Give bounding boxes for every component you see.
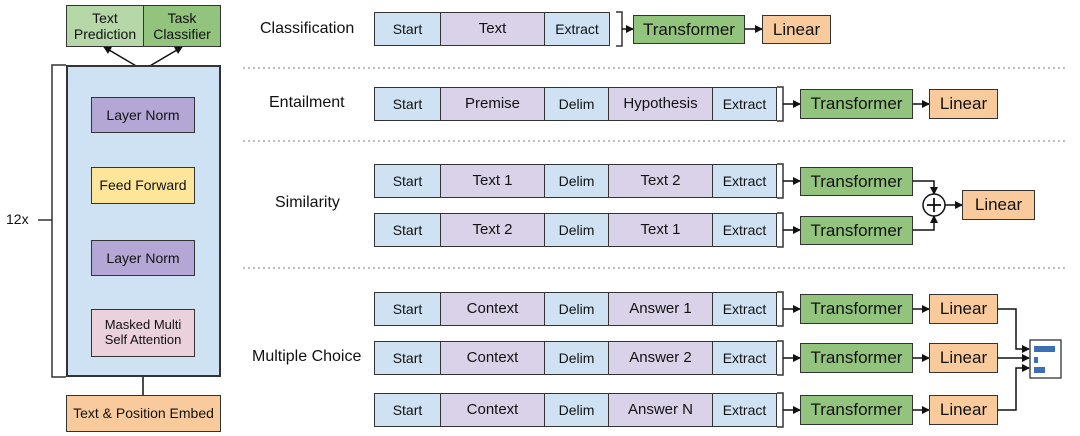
token-answer-1: Answer 1	[608, 292, 713, 326]
token-text-2: Text 2	[440, 213, 545, 247]
transformer-block-entailment: Transformer	[800, 89, 913, 119]
token-delim: Delim	[544, 164, 609, 198]
token-delim: Delim	[544, 393, 609, 427]
token-extract: Extract	[712, 292, 777, 326]
token-hypothesis: Hypothesis	[608, 87, 713, 121]
feed-forward-layer: Feed Forward	[91, 167, 195, 204]
token-answer-n: Answer N	[608, 393, 713, 427]
task-label-similarity: Similarity	[275, 194, 340, 211]
task-label-entailment: Entailment	[269, 94, 345, 111]
linear-layer-choice-2: Linear	[929, 343, 998, 373]
token-extract: Extract	[712, 213, 777, 247]
token-context: Context	[440, 292, 545, 326]
token-delim: Delim	[544, 87, 609, 121]
token-start: Start	[374, 87, 441, 121]
token-start: Start	[374, 341, 441, 375]
task-classifier-output: Task Classifier	[143, 5, 221, 47]
token-start: Start	[374, 12, 441, 46]
token-text-1: Text 1	[440, 164, 545, 198]
token-start: Start	[374, 292, 441, 326]
token-delim: Delim	[544, 213, 609, 247]
token-delim: Delim	[544, 341, 609, 375]
linear-layer-classification: Linear	[762, 15, 831, 44]
layer-norm-bottom: Layer Norm	[91, 240, 195, 276]
transformer-block-classification: Transformer	[633, 15, 745, 44]
token-delim: Delim	[544, 292, 609, 326]
repeat-bracket	[51, 64, 66, 378]
token-extract: Extract	[712, 164, 777, 198]
layer-norm-top: Layer Norm	[91, 97, 195, 133]
token-answer-2: Answer 2	[608, 341, 713, 375]
token-text-1: Text 1	[608, 213, 713, 247]
token-context: Context	[440, 341, 545, 375]
token-extract: Extract	[712, 87, 777, 121]
token-start: Start	[374, 213, 441, 247]
token-context: Context	[440, 393, 545, 427]
masked-self-attention-layer: Masked Multi Self Attention	[91, 309, 195, 357]
task-label-classification: Classification	[260, 20, 355, 37]
transformer-block-choice-n: Transformer	[800, 395, 913, 425]
token-text: Text	[440, 12, 545, 46]
linear-layer-choice-1: Linear	[929, 294, 998, 324]
linear-layer-entailment: Linear	[929, 89, 998, 119]
linear-layer-choice-n: Linear	[929, 395, 998, 425]
repeat-count-label: 12x	[6, 211, 29, 227]
transformer-block-choice-2: Transformer	[800, 343, 913, 373]
token-text-2: Text 2	[608, 164, 713, 198]
linear-layer-similarity: Linear	[962, 190, 1035, 220]
task-label-multiple-choice: Multiple Choice	[252, 348, 362, 365]
text-prediction-output: Text Prediction	[66, 5, 144, 47]
token-premise: Premise	[440, 87, 545, 121]
text-position-embed: Text & Position Embed	[66, 395, 221, 432]
transformer-block-choice-1: Transformer	[800, 294, 913, 324]
transformer-block-similarity-1: Transformer	[800, 167, 913, 196]
softmax-output-icon	[1029, 339, 1062, 379]
token-start: Start	[374, 393, 441, 427]
token-start: Start	[374, 164, 441, 198]
token-extract: Extract	[544, 12, 610, 46]
transformer-block-similarity-2: Transformer	[800, 216, 913, 245]
token-extract: Extract	[712, 341, 777, 375]
token-extract: Extract	[712, 393, 777, 427]
